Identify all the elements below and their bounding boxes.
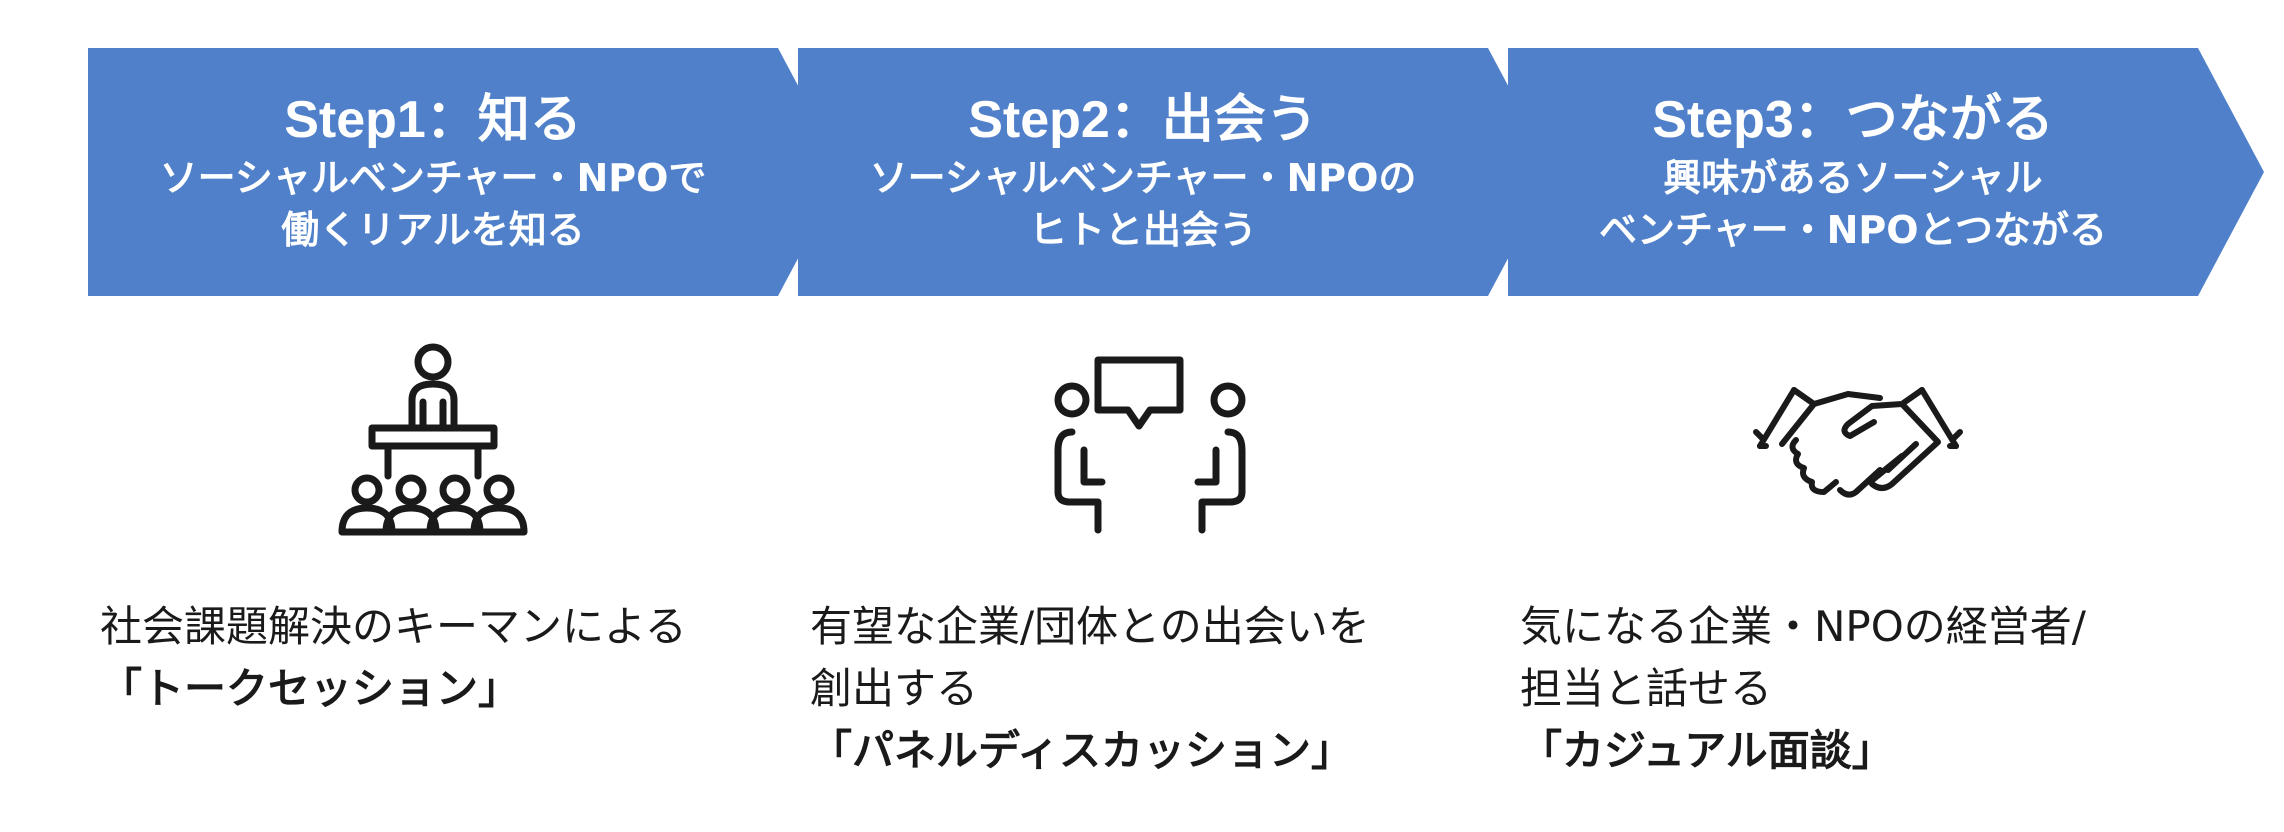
handshake-icon — [1753, 387, 1963, 498]
step-2-arrow: Step2：出会う ソーシャルベンチャー・NPOの ヒトと出会う — [798, 48, 1554, 296]
step-2-arrow-shape — [798, 48, 1554, 296]
step-2-caption-line-1: 有望な企業/団体との出会いを — [810, 602, 1370, 651]
step-3-desc-line-1: 興味があるソーシャル — [1663, 156, 2043, 200]
step-2-desc-line-1: ソーシャルベンチャー・NPOの — [869, 156, 1417, 200]
step-3-title: Step3：つながる — [1652, 91, 2054, 149]
step-3-desc-line-2: ベンチャー・NPOとつながる — [1598, 208, 2108, 252]
step-2-title: Step2：出会う — [968, 91, 1318, 149]
step-1-title: Step1：知る — [284, 91, 582, 149]
step-2-caption: 有望な企業/団体との出会いを 創出する 「パネルディスカッション」 — [810, 596, 1370, 782]
speaker-podium-icon — [338, 343, 528, 536]
step-3-caption-emphasis: 「カジュアル面談」 — [1520, 726, 1894, 775]
step-3-caption: 気になる企業・NPOの経営者/ 担当と話せる 「カジュアル面談」 — [1520, 596, 2086, 782]
step-3-caption-line-2: 担当と話せる — [1520, 664, 1773, 713]
step-1-arrow-shape — [88, 48, 844, 296]
step-1-desc-line-1: ソーシャルベンチャー・NPOで — [159, 156, 707, 200]
step-3-arrow: Step3：つながる 興味があるソーシャル ベンチャー・NPOとつながる — [1508, 48, 2264, 296]
step-2-caption-line-2: 創出する — [810, 664, 979, 713]
conversation-icon — [1054, 356, 1246, 534]
step-1-arrow: Step1：知る ソーシャルベンチャー・NPOで 働くリアルを知る — [88, 48, 844, 296]
step-1-desc-line-2: 働くリアルを知る — [281, 208, 585, 252]
step-2-caption-emphasis: 「パネルディスカッション」 — [810, 726, 1354, 775]
step-3-caption-line-1: 気になる企業・NPOの経営者/ — [1520, 602, 2086, 651]
step-1-caption-line-1: 社会課題解決のキーマンによる — [100, 602, 687, 651]
step-1-caption-emphasis: 「トークセッション」 — [100, 664, 521, 713]
step-3-arrow-shape — [1508, 48, 2264, 296]
step-2-desc-line-2: ヒトと出会う — [1028, 208, 1257, 252]
step-1-caption: 社会課題解決のキーマンによる 「トークセッション」 — [100, 596, 687, 720]
